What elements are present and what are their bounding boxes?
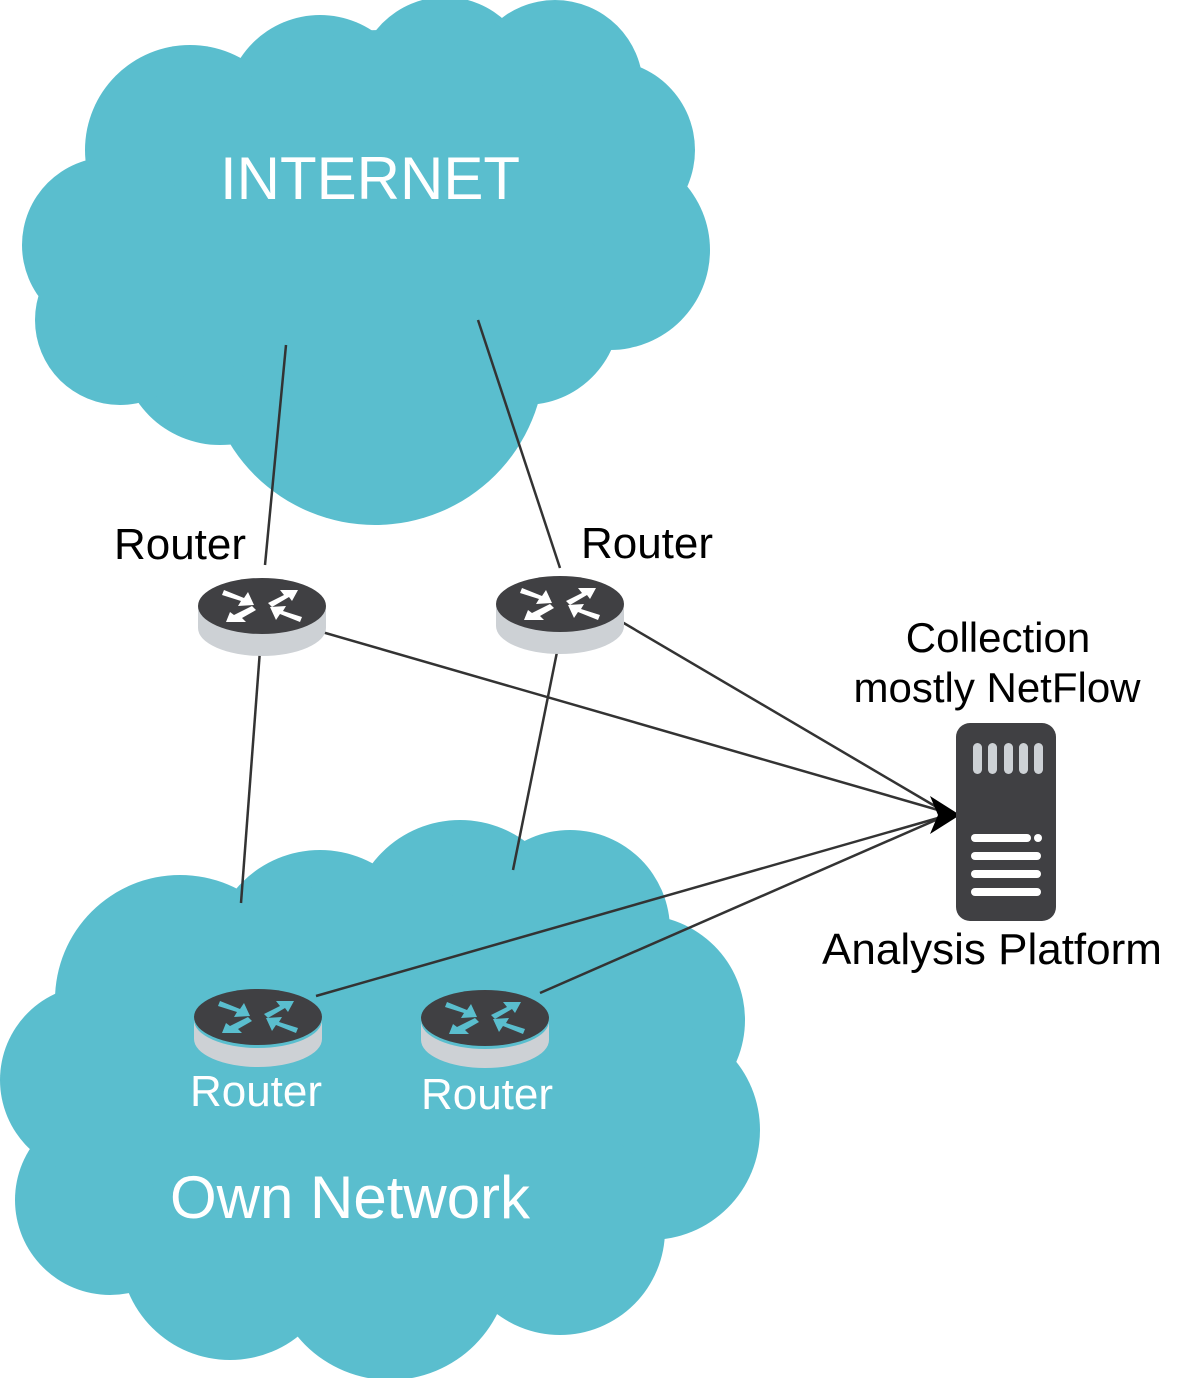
router-icon xyxy=(496,576,624,654)
router-internet-left-label: Router xyxy=(114,520,246,569)
flow-own-router-left-to-server xyxy=(315,814,946,998)
router-internet-right[interactable] xyxy=(496,576,624,654)
server-slots xyxy=(973,743,1043,774)
analysis-platform-label: Analysis Platform xyxy=(822,925,1162,974)
router-own-left[interactable] xyxy=(194,989,322,1067)
router-top xyxy=(496,576,624,632)
router-icon xyxy=(421,990,549,1068)
router-arrows-icon xyxy=(445,1002,525,1034)
internet-label: INTERNET xyxy=(220,145,520,212)
link-router-left-to-own-network xyxy=(239,649,262,904)
flow-router-right-to-server xyxy=(621,620,946,814)
router-own-right[interactable] xyxy=(421,990,549,1068)
router-top xyxy=(198,578,326,634)
own-network-cloud xyxy=(0,820,760,1378)
collection-label-line1: Collection xyxy=(906,614,1090,661)
server-bars xyxy=(971,834,1042,896)
router-internet-right-label: Router xyxy=(581,519,713,568)
router-own-left-label: Router xyxy=(190,1067,322,1116)
flow-router-left-to-server xyxy=(321,630,946,814)
internet-cloud xyxy=(22,0,710,525)
link-router-right-to-own-network xyxy=(511,651,559,871)
link-internet-to-router-left xyxy=(263,344,288,566)
router-internet-left[interactable] xyxy=(198,578,326,656)
router-own-right-label: Router xyxy=(421,1070,553,1119)
flow-own-router-right-to-server xyxy=(539,814,946,995)
analysis-server[interactable] xyxy=(956,723,1056,921)
router-top xyxy=(194,989,322,1045)
router-icon xyxy=(194,989,322,1067)
router-arrows-icon xyxy=(222,590,302,622)
own-network-label: Own Network xyxy=(170,1164,531,1231)
router-top xyxy=(421,990,549,1046)
router-arrows-icon xyxy=(218,1001,298,1033)
connections xyxy=(239,319,960,998)
arrowhead-icon xyxy=(930,796,960,834)
router-arrows-icon xyxy=(520,588,600,620)
collection-label-line2: mostly NetFlow xyxy=(853,664,1141,711)
link-internet-to-router-right xyxy=(476,319,562,569)
router-icon xyxy=(198,578,326,656)
